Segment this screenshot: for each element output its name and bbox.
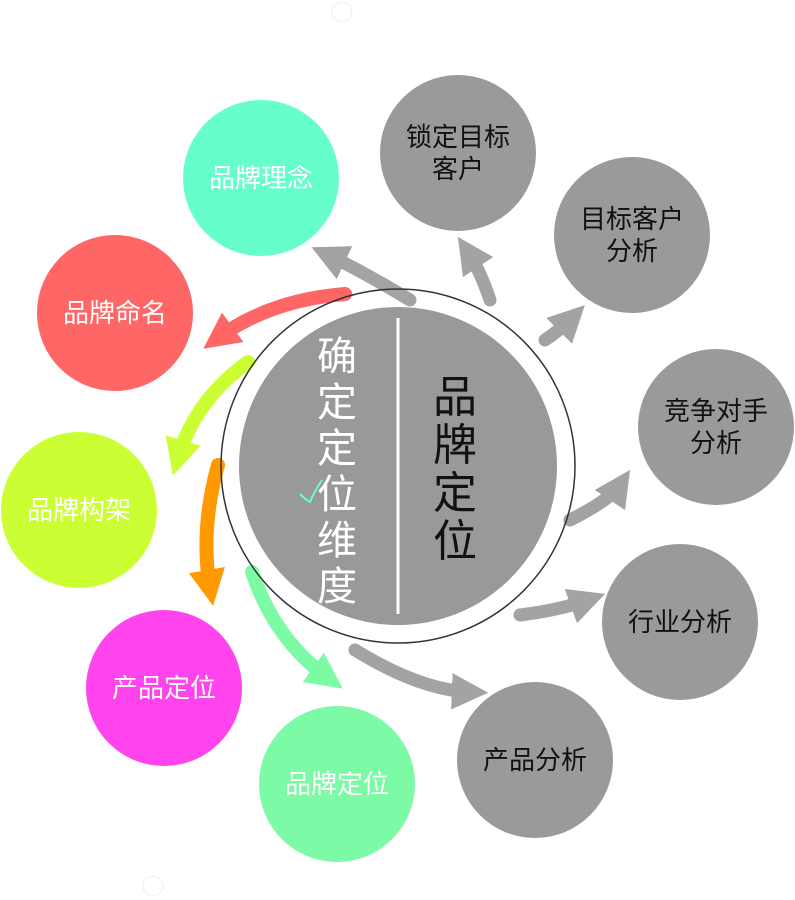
decorative-ring (331, 1, 353, 23)
arrow-to-brand-naming (203, 287, 352, 349)
arrows-group (165, 236, 631, 710)
center-right-char: 牌 (433, 420, 477, 471)
right-node-circle (602, 544, 758, 700)
right-node-circle (638, 349, 794, 505)
center-left-char: 位 (317, 472, 357, 518)
arrow-to-brand-positioning (245, 565, 343, 689)
left-node-circle (37, 235, 193, 391)
left-node-label: 品牌理念 (209, 164, 313, 194)
center-left-char: 定 (317, 380, 357, 426)
center-right-char: 位 (433, 516, 477, 567)
left-node-circle (1, 432, 157, 588)
center-right-char: 品 (433, 372, 477, 423)
right-node-label: 目标客户 (580, 205, 684, 235)
center-right-title: 品牌定位 (433, 372, 477, 567)
checkmark-icon (299, 479, 323, 504)
arrow-to-product-positioning (188, 458, 225, 606)
center-left-char: 度 (317, 564, 357, 610)
right-node-label: 客户 (432, 155, 484, 185)
right-node-circle (554, 157, 710, 313)
right-node-circle (380, 75, 536, 231)
decorative-ring (142, 875, 164, 897)
center-outer-ring (220, 288, 576, 644)
left-node-label: 品牌构架 (27, 496, 131, 526)
right-node-label: 竞争对手 (664, 397, 768, 427)
arrow-to-brand-structure (165, 355, 255, 476)
right-node-label: 分析 (606, 237, 658, 267)
right-node-label: 锁定目标 (406, 123, 510, 153)
arrow-to-target-customer (457, 236, 497, 307)
arrow-to-brand-concept (311, 246, 417, 307)
left-node-label: 产品定位 (112, 674, 216, 704)
left-node-label: 品牌命名 (63, 299, 167, 329)
left-node-label: 品牌定位 (285, 770, 389, 800)
center-left-char: 定 (317, 426, 357, 472)
left-node-circle (259, 706, 415, 862)
arrow-to-product-analysis (348, 643, 489, 710)
right-node-label: 分析 (690, 429, 742, 459)
right-node-label: 行业分析 (628, 608, 732, 638)
left-node-circle (183, 100, 339, 256)
arrow-to-competitor-analysis (563, 469, 631, 527)
center-right-char: 定 (433, 468, 477, 519)
left-node-circle (86, 610, 242, 766)
center-left-char: 确 (317, 334, 357, 380)
right-node-circle (457, 682, 613, 838)
arrow-to-industry-analysis (513, 588, 606, 624)
right-node-label: 产品分析 (483, 746, 587, 776)
arrow-to-customer-analysis (538, 305, 585, 347)
center-left-char: 维 (317, 518, 357, 564)
